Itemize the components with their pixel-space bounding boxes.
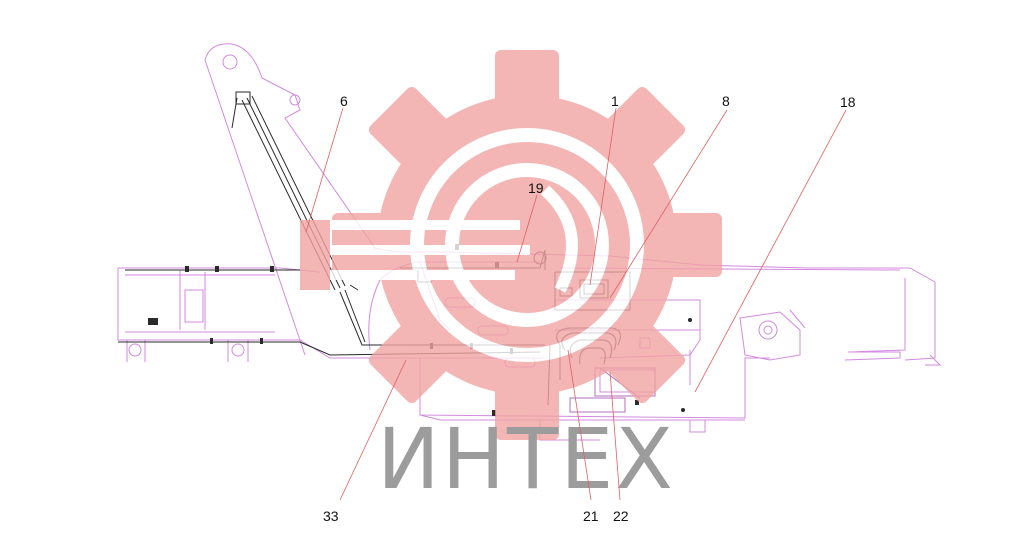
callout-8: 8 [722, 93, 730, 109]
callout-19: 19 [528, 180, 544, 196]
callout-6: 6 [340, 93, 348, 109]
watermark-text: ИНТЕХ [377, 410, 675, 508]
watermark-logo [300, 50, 722, 440]
callout-33: 33 [323, 508, 339, 524]
callout-labels: 6 1 8 18 19 33 21 22 [323, 93, 856, 524]
callout-21: 21 [583, 508, 599, 524]
callout-1: 1 [611, 93, 619, 109]
leader-lines [305, 107, 847, 501]
callout-22: 22 [613, 508, 629, 524]
callout-18: 18 [840, 94, 856, 110]
